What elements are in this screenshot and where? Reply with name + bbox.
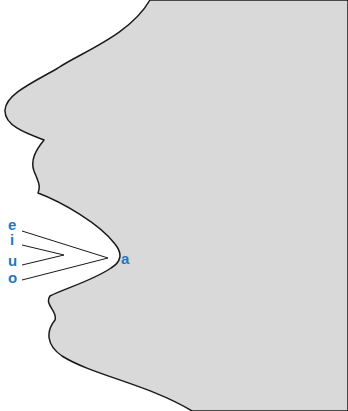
vowel-label: u xyxy=(8,253,17,268)
head-silhouette xyxy=(5,0,348,411)
leader-line xyxy=(22,245,64,255)
leader-line xyxy=(22,231,108,258)
vowel-label: e xyxy=(8,217,16,232)
leader-line xyxy=(22,255,64,265)
leader-line xyxy=(22,258,108,280)
vowel-label: i xyxy=(10,232,14,247)
vowel-label: a xyxy=(121,251,129,266)
vowel-lines xyxy=(22,231,108,280)
vowel-label: o xyxy=(8,270,17,285)
